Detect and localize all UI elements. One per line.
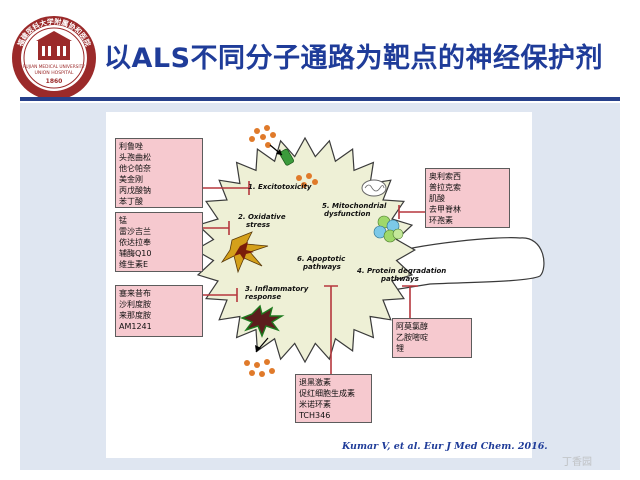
inhibitor-inflammatory <box>203 288 238 302</box>
mitochondrion-icon <box>361 179 387 197</box>
drug-item: 丙戊酸钠 <box>119 186 151 195</box>
drug-item: 依达拉奉 <box>119 238 151 247</box>
label-apoptotic-line1: 6. Apoptotic <box>297 255 346 263</box>
glutamate-dots-icon <box>249 125 318 188</box>
drug-item: 塞来昔布 <box>119 289 151 298</box>
logo-en-line2: UNION HOSPITAL <box>35 70 74 76</box>
inhibitor-protein <box>402 285 418 318</box>
drug-box-apoptotic: 退黑激素 促红细胞生成素 米诺环素 TCH346 <box>295 374 372 423</box>
label-excitotoxicity: 1. Excitotoxicity <box>248 183 312 191</box>
label-apoptotic-line2: pathways <box>303 263 341 271</box>
label-apoptotic-pathways: 6. Apoptotic pathways <box>297 255 345 271</box>
neuron-cell-body <box>193 136 417 364</box>
drug-item: 肌酸 <box>429 194 445 203</box>
label-protein-line2: pathways <box>381 275 419 283</box>
drug-item: 促红细胞生成素 <box>299 389 355 398</box>
hospital-emblem-icon: 福建医科大学附属协和医院 FUJIAN MEDICAL UNIVERSITY U… <box>12 16 96 100</box>
hospital-logo: 福建医科大学附属协和医院 FUJIAN MEDICAL UNIVERSITY U… <box>10 14 98 102</box>
inflammation-star-icon <box>240 304 285 338</box>
drug-item: 维生素E <box>119 260 149 269</box>
citation: Kumar V, et al. Eur J Med Chem. 2016. <box>342 441 548 452</box>
axon <box>379 237 545 293</box>
watermark: 丁香园 <box>562 457 592 468</box>
drug-item: 奥利索西 <box>429 172 461 181</box>
drug-item: 乙胺嘧啶 <box>396 333 428 342</box>
proteasome-icon <box>373 215 404 243</box>
label-oxidative-line1: 2. Oxidative <box>238 213 286 221</box>
label-inflammatory-line2: response <box>245 293 282 301</box>
label-protein-degradation: 4. Protein degradation pathways <box>357 267 446 283</box>
drug-item: 退黑激素 <box>299 378 331 387</box>
drug-item: 苯丁酸 <box>119 197 143 206</box>
drug-box-excitotoxicity: 利鲁唑 头孢曲松 他仑帕奈 美金刚 丙戊酸钠 苯丁酸 <box>115 138 203 208</box>
drug-box-oxidative: 锰 雷沙吉兰 依达拉奉 辅酶Q10 维生素E <box>115 212 203 272</box>
label-inflammatory-line1: 3. Inflammatory <box>245 285 309 293</box>
drug-item: AM1241 <box>119 322 152 331</box>
drug-box-inflammatory: 塞来昔布 沙利度胺 来那度胺 AM1241 <box>115 285 203 337</box>
drug-item: TCH346 <box>299 411 331 420</box>
drug-item: 普拉克索 <box>429 183 461 192</box>
title-rule <box>20 97 620 101</box>
cytokine-dots-icon <box>244 337 275 377</box>
drug-item: 沙利度胺 <box>119 300 151 309</box>
receptor-icon <box>269 144 294 166</box>
ros-burst-icon <box>220 231 269 274</box>
label-oxidative-line2: stress <box>246 221 271 229</box>
drug-box-protein-degradation: 阿莫氯醇 乙胺嘧啶 锂 <box>392 318 472 358</box>
drug-item: 锰 <box>119 216 127 225</box>
inhibitor-mitochondrial <box>398 205 425 219</box>
inhibitor-excitotoxicity <box>203 181 250 195</box>
drug-item: 他仑帕奈 <box>119 164 151 173</box>
drug-item: 来那度胺 <box>119 311 151 320</box>
drug-item: 辅酶Q10 <box>119 249 152 258</box>
drug-box-mitochondrial: 奥利索西 普拉克索 肌酸 去甲脊林 环孢素 <box>425 168 510 228</box>
label-mitochondrial-line2: dysfunction <box>324 210 371 218</box>
label-inflammatory-response: 3. Inflammatory response <box>245 285 308 301</box>
inhibitor-oxidative <box>203 221 230 235</box>
logo-en-line1: FUJIAN MEDICAL UNIVERSITY <box>23 64 85 70</box>
drug-item: 米诺环素 <box>299 400 331 409</box>
label-mitochondrial-line1: 5. Mitochondrial <box>322 202 387 210</box>
drug-item: 阿莫氯醇 <box>396 322 428 331</box>
drug-item: 去甲脊林 <box>429 205 461 214</box>
drug-item: 头孢曲松 <box>119 153 151 162</box>
drug-item: 美金刚 <box>119 175 143 184</box>
drug-item: 利鲁唑 <box>119 142 143 151</box>
drug-item: 环孢素 <box>429 216 453 225</box>
inhibitor-apoptotic <box>324 285 338 374</box>
label-protein-line1: 4. Protein degradation <box>357 267 447 275</box>
drug-item: 锂 <box>396 344 404 353</box>
slide-title: 以ALS不同分子通路为靶点的神经保护剂 <box>104 43 604 74</box>
inhibitor-lines <box>203 181 425 374</box>
drug-item: 雷沙吉兰 <box>119 227 151 236</box>
label-mitochondrial-dysfunction: 5. Mitochondrial dysfunction <box>322 202 386 218</box>
logo-year: 1860 <box>46 78 63 85</box>
label-oxidative-stress: 2. Oxidative stress <box>238 213 286 229</box>
